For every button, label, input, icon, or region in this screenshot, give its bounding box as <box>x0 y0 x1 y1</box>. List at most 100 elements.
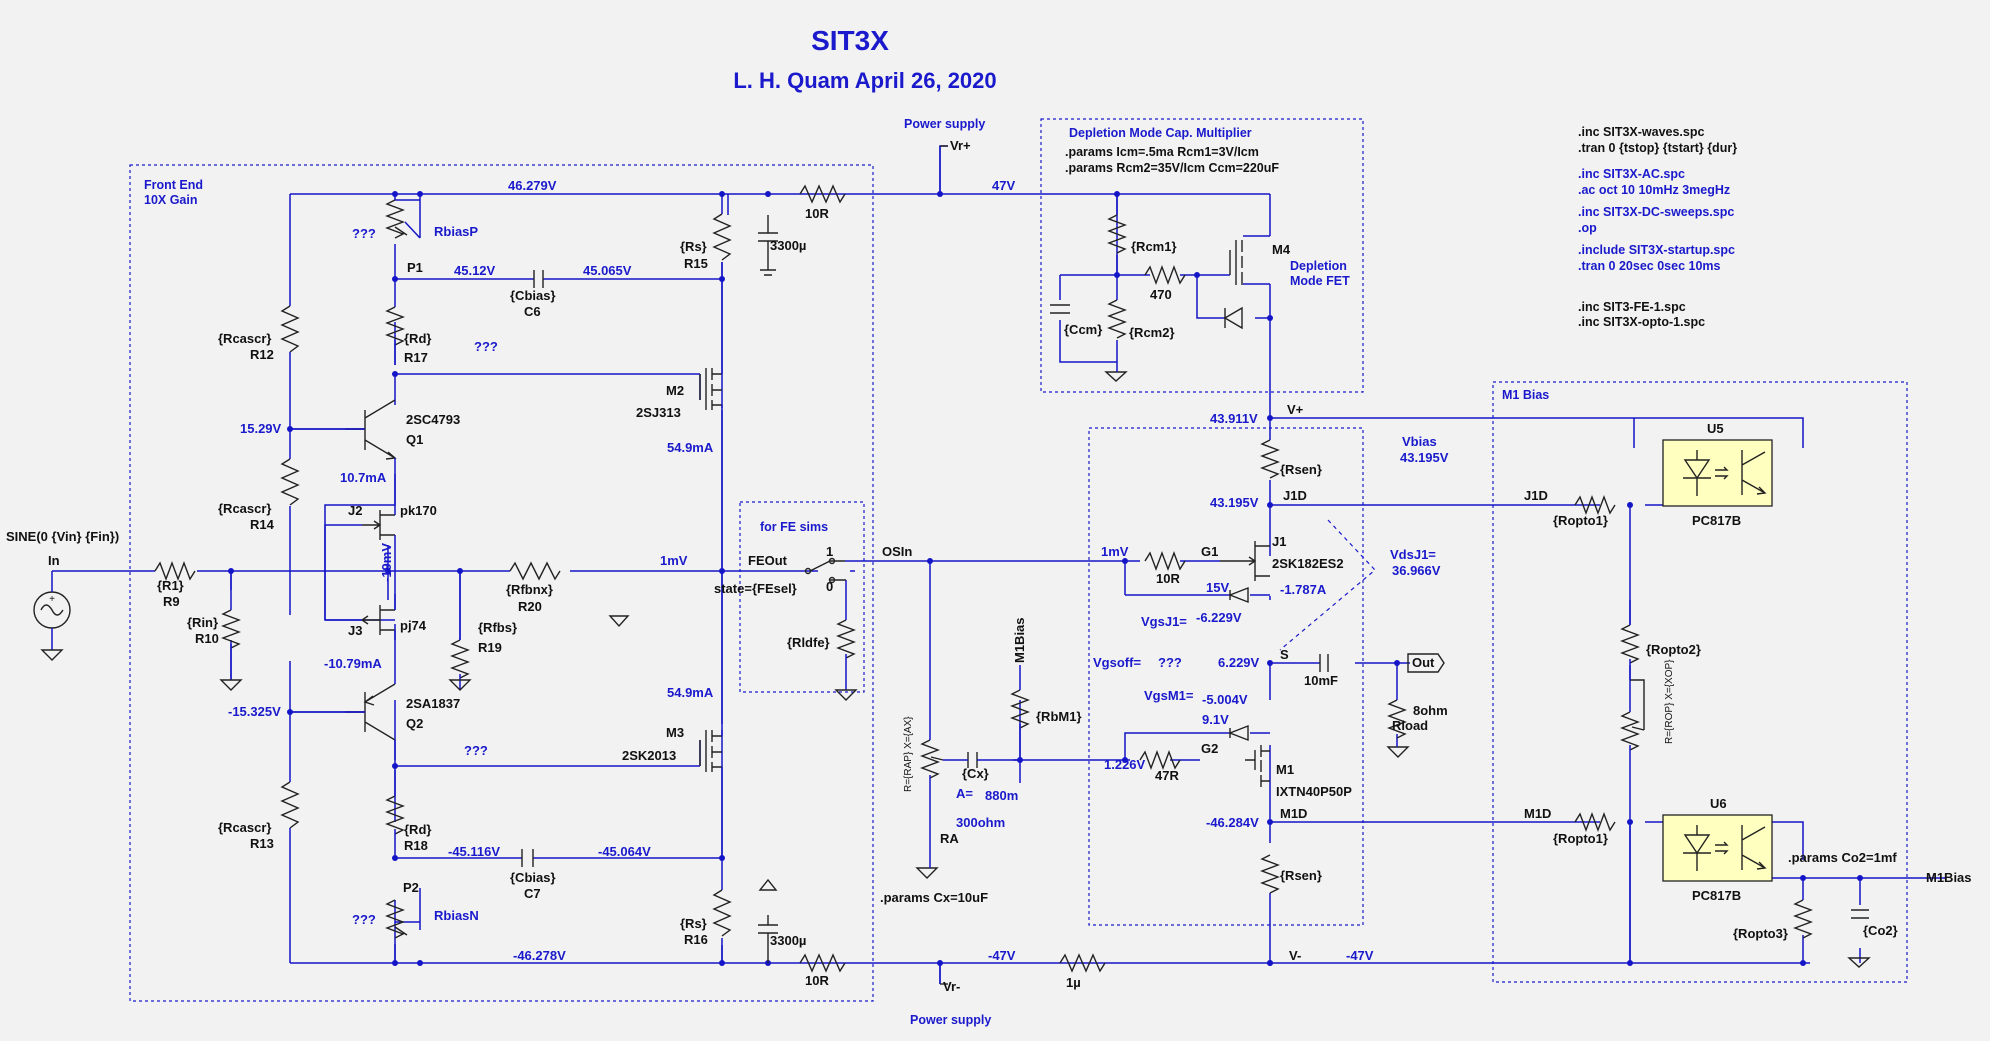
C6-value: {Cbias} <box>510 288 556 303</box>
Rcm2-value: {Rcm2} <box>1129 325 1175 340</box>
R16-ref: R16 <box>684 932 708 947</box>
J3-ref: J3 <box>348 623 362 638</box>
g1-resistor-value: 10R <box>1156 571 1180 586</box>
spice-directives: .inc SIT3X-waves.spc .tran 0 {tstop} {ts… <box>1578 125 1737 329</box>
resistor-Rcm1 <box>1107 214 1127 254</box>
net-m1d-right: M1D <box>1524 806 1551 821</box>
net-osin: OSIn <box>882 544 912 559</box>
resistor-Ropto1-top <box>1574 495 1616 515</box>
G2-label: G2 <box>1201 741 1218 756</box>
readout: 1mV <box>660 553 688 568</box>
junctions <box>228 191 1806 966</box>
mosfet-M3 <box>699 730 722 772</box>
readout: -19mV <box>379 543 394 582</box>
readout: -47V <box>988 948 1016 963</box>
Rload-ref: Rload <box>1392 718 1428 733</box>
opto-U6 <box>1662 814 1773 882</box>
capacitor-C6 <box>533 270 544 288</box>
resistor-R9 <box>154 561 196 581</box>
readout: A= <box>956 786 973 801</box>
capacitor-Ccm <box>1050 304 1070 314</box>
R12-ref: R12 <box>250 347 274 362</box>
directive: .inc SIT3X-waves.spc <box>1578 125 1704 139</box>
Ropto1-top-value: {Ropto1} <box>1553 513 1608 528</box>
front-end-box <box>129 164 874 1002</box>
cap-mult-param-1: .params Icm=.5ma Rcm1=3V/Icm <box>1065 145 1259 159</box>
power-supply-top: Power supply <box>904 117 985 131</box>
net-s: S <box>1280 647 1289 662</box>
R10-value: {Rin} <box>187 615 218 630</box>
resistor-R10 <box>221 609 241 649</box>
M1-part: IXTN40P50P <box>1276 784 1352 799</box>
zener-diode <box>1223 306 1243 330</box>
pot-RA <box>920 739 944 779</box>
mosfet-M1 <box>1245 745 1270 787</box>
U6-part: PC817B <box>1692 888 1741 903</box>
capacitor-out-10mF <box>1319 654 1329 672</box>
RA-pot-expr: R={RAP} X={AX} <box>903 716 914 792</box>
readout: 1.226V <box>1104 757 1146 772</box>
R13-ref: R13 <box>250 836 274 851</box>
R9-ref: R9 <box>163 594 180 609</box>
fe-sims-box <box>739 501 865 693</box>
readout: -10.79mA <box>324 656 382 671</box>
cap-mult-wiring <box>1059 194 1271 430</box>
schematic-title: SIT3X <box>811 25 889 56</box>
resistor-R17 <box>385 306 405 346</box>
capacitor-C7 <box>521 849 534 867</box>
resistor-Ropto3 <box>1793 899 1813 939</box>
readout: 43.195V <box>1400 450 1449 465</box>
M3-ref: M3 <box>666 725 684 740</box>
fe-select-switch <box>804 557 1060 584</box>
m1bias-net-vertical: M1Bias <box>1012 617 1027 663</box>
readout: 45.065V <box>583 263 632 278</box>
opto-U5 <box>1662 439 1773 507</box>
front-end-label: Front End <box>144 178 203 192</box>
cap-mult-label: Depletion Mode Cap. Multiplier <box>1069 126 1252 140</box>
readout: 6.229V <box>1218 655 1260 670</box>
Q2-ref: Q2 <box>406 716 423 731</box>
Ropto1-bot-value: {Ropto1} <box>1553 831 1608 846</box>
R12-value: {Rcascr} <box>218 331 272 346</box>
resistor-RbM1 <box>1010 689 1030 729</box>
readout: 43.911V <box>1210 411 1258 426</box>
resistor-Ropto1-bot <box>1574 812 1616 832</box>
R18-value: {Rd} <box>404 822 431 837</box>
resistor-Ropto2 <box>1620 624 1640 664</box>
M1-ref: M1 <box>1276 762 1294 777</box>
cap-multiplier-box <box>1040 118 1364 393</box>
readout: 36.966V <box>1392 563 1441 578</box>
readout: -6.229V <box>1196 610 1242 625</box>
J3-part: pj74 <box>400 618 427 633</box>
cap-bot-value: 3300µ <box>770 933 806 948</box>
C6-ref: C6 <box>524 304 541 319</box>
Cx-value: {Cx} <box>962 766 989 781</box>
out-port-label: Out <box>1412 655 1435 670</box>
Rsen-top-value: {Rsen} <box>1280 462 1322 477</box>
R9-value: {R1} <box>157 578 184 593</box>
P1-ref: P1 <box>407 260 423 275</box>
resistor-Rcm2 <box>1107 299 1127 339</box>
readout: VgsJ1= <box>1141 614 1187 629</box>
resistor-R19 <box>450 639 470 679</box>
readout: 15.29V <box>240 421 282 436</box>
ground-symbols <box>219 371 1871 968</box>
cap-top-value: 3300µ <box>770 238 806 253</box>
front-end-gain-label: 10X Gain <box>144 193 198 207</box>
U5-ref: U5 <box>1707 421 1724 436</box>
net-m1d: M1D <box>1280 806 1307 821</box>
readout: -47V <box>1346 948 1374 963</box>
R19-value: {Rfbs} <box>478 620 517 635</box>
resistor-R12 <box>280 305 300 353</box>
R13-value: {Rcascr} <box>218 820 272 835</box>
Q2-part: 2SA1837 <box>406 696 460 711</box>
J2-part: pk170 <box>400 503 437 518</box>
switch-pos-1: 1 <box>826 544 833 559</box>
resistor-top-10R <box>799 184 846 204</box>
R17-ref: R17 <box>404 350 428 365</box>
readout: ??? <box>474 339 498 354</box>
top-rail <box>290 145 1270 275</box>
M3-part: 2SK2013 <box>622 748 676 763</box>
R19-ref: R19 <box>478 640 502 655</box>
